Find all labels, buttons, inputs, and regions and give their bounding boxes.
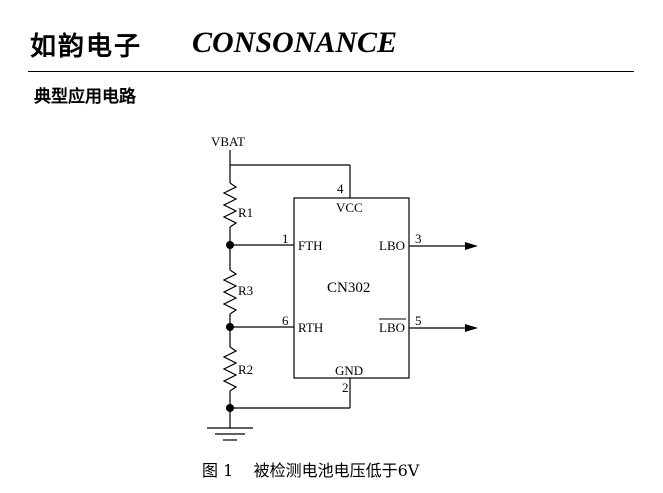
junction-dot bbox=[226, 404, 234, 412]
resistor-label-r3: R3 bbox=[238, 283, 253, 298]
pin-name-rth: RTH bbox=[298, 320, 323, 335]
vbat-label: VBAT bbox=[211, 134, 245, 149]
pin-name-vcc: VCC bbox=[336, 200, 363, 215]
resistor-r3-symbol bbox=[222, 269, 238, 315]
pin-name-lbo: LBO bbox=[379, 238, 405, 253]
pin-number-rth: 6 bbox=[282, 313, 289, 328]
pin-number-lbo: 3 bbox=[415, 231, 422, 246]
pin-name-lbo-bar: LBO bbox=[379, 320, 405, 335]
section-title: 典型应用电路 bbox=[34, 87, 136, 107]
brand-name-english: CONSONANCE bbox=[192, 26, 398, 59]
arrow-right-icon bbox=[465, 324, 478, 332]
figure-caption: 图 1 被检测电池电压低于6V bbox=[202, 461, 420, 480]
ground-symbol bbox=[207, 427, 253, 441]
pin-number-vcc: 4 bbox=[337, 181, 344, 196]
resistor-r2-symbol bbox=[222, 346, 238, 392]
junction-dot bbox=[226, 241, 234, 249]
pin-number-fth: 1 bbox=[282, 231, 289, 246]
output-lines bbox=[409, 245, 465, 329]
resistor-label-r2: R2 bbox=[238, 362, 253, 377]
header-rule bbox=[28, 71, 634, 72]
ic-name: CN302 bbox=[327, 280, 370, 296]
pin-name-gnd: GND bbox=[335, 363, 363, 378]
pin-name-fth: FTH bbox=[298, 238, 323, 253]
ic-body bbox=[293, 197, 410, 379]
resistor-r1-symbol bbox=[222, 182, 238, 228]
pin-number-gnd: 2 bbox=[342, 380, 349, 395]
resistor-label-r1: R1 bbox=[238, 205, 253, 220]
document-header: 如韵电子 CONSONANCE bbox=[0, 0, 663, 80]
junction-dot bbox=[226, 323, 234, 331]
brand-name-chinese: 如韵电子 bbox=[30, 32, 143, 62]
arrow-right-icon bbox=[465, 242, 478, 250]
pin-number-lbo-bar: 5 bbox=[415, 313, 422, 328]
